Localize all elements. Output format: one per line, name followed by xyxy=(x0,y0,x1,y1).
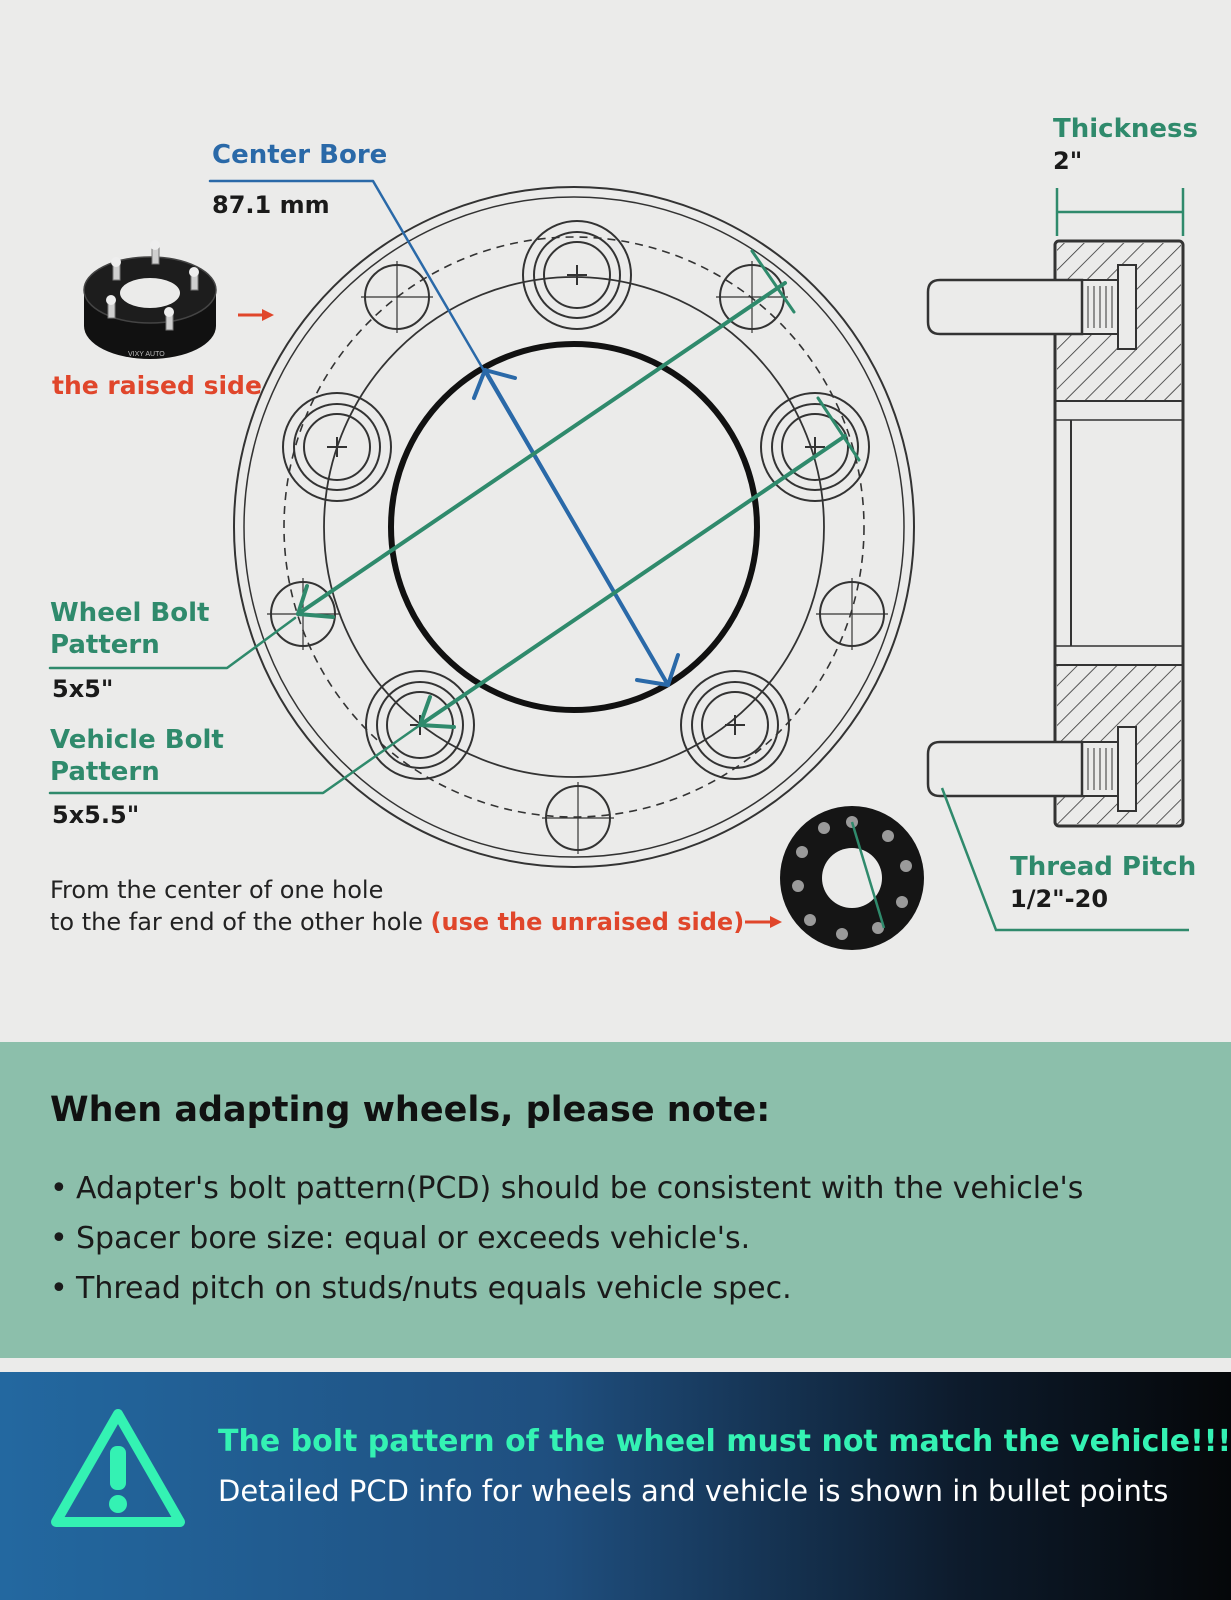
front-view xyxy=(233,186,915,868)
vehicle-bolt-pattern-value: 5x5.5" xyxy=(52,801,140,829)
bullet-icon: • xyxy=(50,1221,68,1256)
arrow-right-icon xyxy=(745,916,782,928)
list-item: •Adapter's bolt pattern(PCD) should be c… xyxy=(50,1164,1083,1214)
warning-title: The bolt pattern of the wheel must not m… xyxy=(218,1424,1231,1459)
measure-note-highlight: (use the unraised side) xyxy=(430,908,745,936)
thread-pitch-label: Thread Pitch xyxy=(1010,852,1197,882)
list-item: •Thread pitch on studs/nuts equals vehic… xyxy=(50,1264,1083,1314)
stud-hole xyxy=(760,392,870,502)
technical-drawing: VIXY AUTO xyxy=(48,179,1189,950)
spacer-brand-text: VIXY AUTO xyxy=(128,351,165,358)
spacer-photo-unraised xyxy=(780,806,924,950)
vehicle-bolt-pattern-label-line2: Pattern xyxy=(50,757,160,787)
raised-side-label: the raised side xyxy=(52,371,262,400)
notes-section: When adapting wheels, please note: •Adap… xyxy=(0,1042,1231,1358)
center-bore-value: 87.1 mm xyxy=(212,191,330,219)
measure-note-line2: to the far end of the other hole (use th… xyxy=(50,906,744,938)
bolt-hole xyxy=(361,261,433,333)
note-text: Thread pitch on studs/nuts equals vehicl… xyxy=(76,1271,792,1306)
warning-triangle-icon xyxy=(51,1409,185,1527)
thickness-dimension xyxy=(1055,188,1185,236)
stud-hole xyxy=(680,670,790,780)
bolt-hole xyxy=(542,782,614,854)
wheel-bolt-pattern-label-line2: Pattern xyxy=(50,630,160,660)
wheel-bolt-pattern-value: 5x5" xyxy=(52,675,114,703)
stud-hole xyxy=(282,392,392,502)
center-bore-dimension xyxy=(208,179,680,687)
center-bore-label: Center Bore xyxy=(212,140,388,170)
thread-pitch-value: 1/2"-20 xyxy=(1010,885,1109,913)
warning-subtitle: Detailed PCD info for wheels and vehicle… xyxy=(218,1474,1169,1508)
vehicle-bolt-pattern-label-line1: Vehicle Bolt xyxy=(50,725,224,755)
list-item: •Spacer bore size: equal or exceeds vehi… xyxy=(50,1214,1083,1264)
spacer-photo-raised: VIXY AUTO xyxy=(83,240,217,359)
bullet-icon: • xyxy=(50,1171,68,1206)
thickness-label: Thickness xyxy=(1053,114,1198,144)
thickness-value: 2" xyxy=(1053,147,1083,175)
notes-list: •Adapter's bolt pattern(PCD) should be c… xyxy=(50,1164,1083,1314)
spacer-diagram: VIXY AUTO xyxy=(48,114,1198,950)
wheel-bolt-pattern-dimension xyxy=(48,249,796,670)
side-view xyxy=(926,239,1185,828)
vehicle-bolt-pattern-dimension xyxy=(48,396,861,795)
measure-note-line1: From the center of one hole xyxy=(50,876,384,904)
note-text: Adapter's bolt pattern(PCD) should be co… xyxy=(76,1171,1084,1206)
notes-title: When adapting wheels, please note: xyxy=(50,1090,771,1130)
bolt-hole xyxy=(816,578,888,650)
thread-pitch-leader xyxy=(940,787,1189,932)
note-text: Spacer bore size: equal or exceeds vehic… xyxy=(76,1221,751,1256)
arrow-right-icon xyxy=(238,309,274,321)
warning-banner: The bolt pattern of the wheel must not m… xyxy=(0,1372,1231,1600)
wheel-bolt-pattern-label-line1: Wheel Bolt xyxy=(50,598,210,628)
measure-note-text: to the far end of the other hole xyxy=(50,908,423,936)
bullet-icon: • xyxy=(50,1271,68,1306)
stud-hole xyxy=(522,220,632,330)
